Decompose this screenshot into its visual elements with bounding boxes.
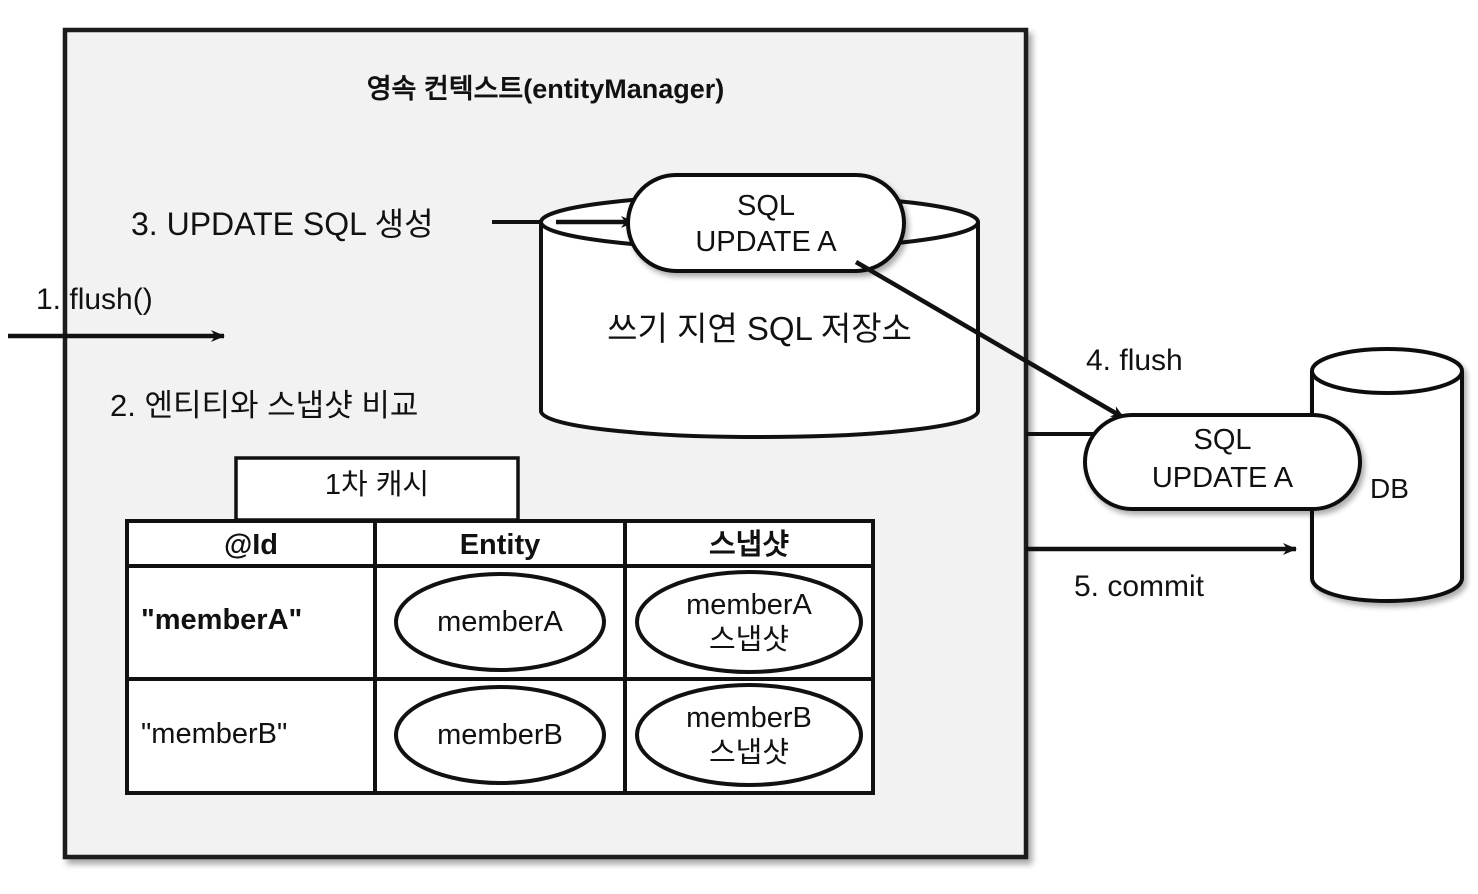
entity-ellipse-row-1 [394, 572, 606, 672]
table-row-1-snapshot-line2: 스냅샷 [708, 624, 790, 656]
database-label: DB [1370, 473, 1409, 504]
table-row-2-entity: memberB [437, 719, 563, 751]
step-5-label: 5. commit [1074, 570, 1205, 603]
db-sql-box-line1: SQL [1193, 424, 1252, 456]
store-sql-box-line2: UPDATE A [695, 226, 837, 258]
store-sql-box-line1: SQL [736, 190, 796, 222]
page-title: 영속 컨텍스트(entityManager) [366, 74, 725, 104]
table-row-1-id: "memberA" [141, 604, 303, 636]
column-header-id: @Id [223, 529, 279, 561]
db-sql-box-line2: UPDATE A [1151, 462, 1294, 494]
step-4-label: 4. flush [1086, 344, 1183, 377]
table-row-2-id: "memberB" [141, 718, 288, 750]
step-2-label: 2. 엔티티와 스냅샷 비교 [110, 388, 419, 423]
table-row-2-snapshot-line1: memberB [686, 702, 812, 734]
database-cylinder [1310, 347, 1464, 604]
first-level-cache-caption: 1차 캐시 [324, 469, 430, 501]
table-row-2-snapshot-line2: 스냅샷 [708, 737, 790, 769]
sql-update-a-box-store [626, 173, 906, 273]
snapshot-ellipse-row-2 [635, 683, 863, 787]
step-1-label: 1. flush() [36, 283, 153, 316]
flush-to-db-arrow [854, 260, 1126, 420]
table-row-1-snapshot-line1: memberA [686, 589, 812, 621]
first-level-cache-caption-box [234, 456, 520, 522]
entity-ellipse-row-2 [394, 685, 606, 785]
snapshot-ellipse-row-1 [635, 570, 863, 674]
step-3-label: 3. UPDATE SQL 생성 [131, 206, 434, 242]
table-row-1-entity: memberA [437, 606, 563, 638]
write-behind-store-label: 쓰기 지연 SQL 저장소 [607, 310, 912, 347]
column-header-snapshot: 스냅샷 [708, 529, 790, 561]
sql-update-a-box-db [1083, 413, 1362, 511]
column-header-entity: Entity [459, 529, 541, 561]
